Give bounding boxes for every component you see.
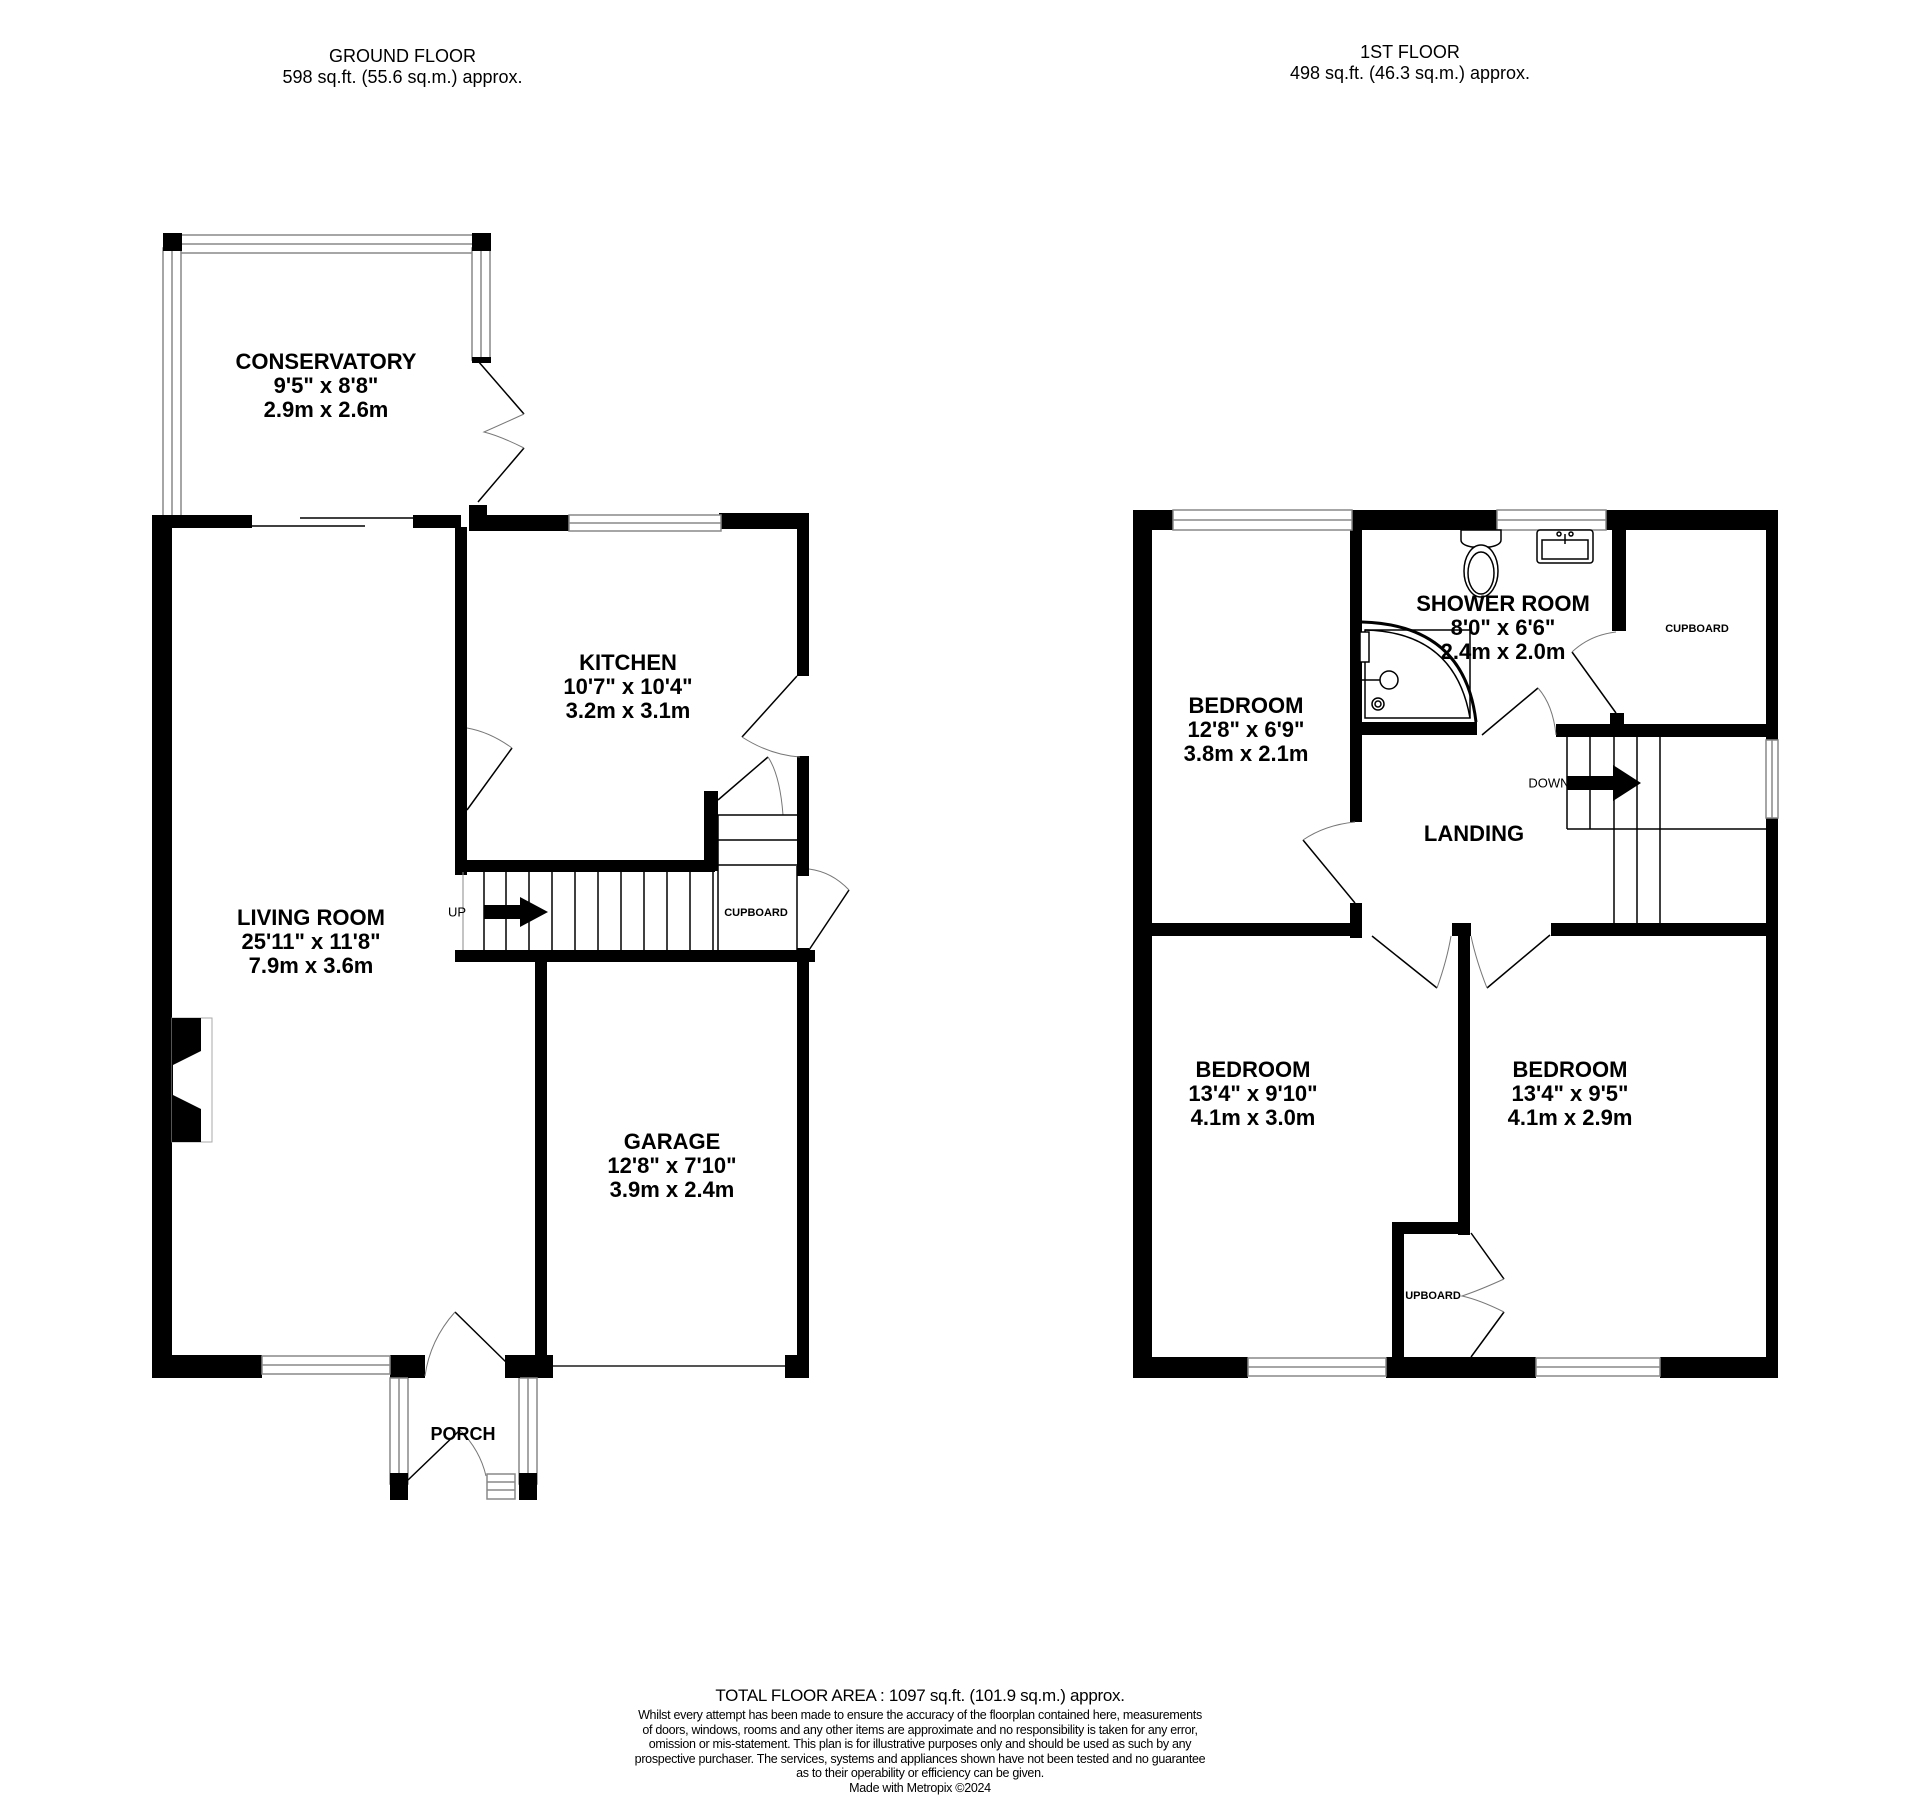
ground-floor-stairs	[463, 815, 797, 950]
living-room-dim-imperial: 25'11" x 11'8"	[237, 930, 385, 954]
conservatory-dim-imperial: 9'5" x 8'8"	[236, 374, 417, 398]
bedroom-right-dim-imperial: 13'4" x 9'5"	[1508, 1082, 1633, 1106]
room-landing: LANDING	[1424, 822, 1524, 846]
understairs-door	[718, 757, 783, 815]
conservatory-name: CONSERVATORY	[236, 350, 417, 374]
fireplace	[172, 1018, 212, 1142]
stairs-up-label: UP	[448, 905, 466, 920]
basin-icon	[1537, 530, 1593, 563]
conservatory-dim-metric: 2.9m x 2.6m	[236, 398, 417, 422]
bedroom-left-dim-metric: 4.1m x 3.0m	[1188, 1106, 1317, 1130]
credit: Made with Metropix ©2024	[560, 1781, 1280, 1795]
bedroom-right-dim-metric: 4.1m x 2.9m	[1508, 1106, 1633, 1130]
footer: TOTAL FLOOR AREA : 1097 sq.ft. (101.9 sq…	[560, 1686, 1280, 1795]
kitchen-door	[467, 728, 512, 810]
stairs-up-arrow-icon	[484, 897, 548, 927]
first-floor-cupboard-label: CUPBOARD	[1665, 623, 1729, 635]
living-room-name: LIVING ROOM	[237, 906, 385, 930]
stairs-down-arrow-icon	[1567, 765, 1641, 801]
sliding-door	[252, 518, 413, 526]
bedroom-small-dim-imperial: 12'8" x 6'9"	[1184, 718, 1309, 742]
room-conservatory: CONSERVATORY 9'5" x 8'8" 2.9m x 2.6m	[236, 350, 417, 422]
shower-room-name: SHOWER ROOM	[1416, 592, 1590, 616]
disclaimer-line: as to their operability or efficiency ca…	[560, 1766, 1280, 1781]
room-shower-room: SHOWER ROOM 8'0" x 6'6" 2.4m x 2.0m	[1416, 592, 1590, 664]
stairs-down-label: DOWN	[1528, 776, 1569, 791]
bedroom-left-name: BEDROOM	[1188, 1058, 1317, 1082]
disclaimer-line: of doors, windows, rooms and any other i…	[560, 1723, 1280, 1738]
landing-name: LANDING	[1424, 822, 1524, 846]
kitchen-dim-imperial: 10'7" x 10'4"	[563, 675, 692, 699]
bedroom-small-dim-metric: 3.8m x 2.1m	[1184, 742, 1309, 766]
disclaimer: Whilst every attempt has been made to en…	[560, 1708, 1280, 1795]
kitchen-dim-metric: 3.2m x 3.1m	[563, 699, 692, 723]
room-bedroom-small: BEDROOM 12'8" x 6'9" 3.8m x 2.1m	[1184, 694, 1309, 766]
bedroom-left-dim-imperial: 13'4" x 9'10"	[1188, 1082, 1317, 1106]
kitchen-side-door	[742, 676, 800, 757]
room-porch: PORCH	[430, 1422, 495, 1446]
bedroom-right-name: BEDROOM	[1508, 1058, 1633, 1082]
garage-dim-imperial: 12'8" x 7'10"	[607, 1154, 736, 1178]
bedroom-small-name: BEDROOM	[1184, 694, 1309, 718]
porch-doors	[408, 1312, 509, 1480]
kitchen-window	[569, 515, 721, 531]
room-bedroom-right: BEDROOM 13'4" x 9'5" 4.1m x 2.9m	[1508, 1058, 1633, 1130]
room-kitchen: KITCHEN 10'7" x 10'4" 3.2m x 3.1m	[563, 651, 692, 723]
disclaimer-line: omission or mis-statement. This plan is …	[560, 1737, 1280, 1752]
ground-floor-plan	[152, 233, 849, 1500]
disclaimer-line: Whilst every attempt has been made to en…	[560, 1708, 1280, 1723]
room-bedroom-left: BEDROOM 13'4" x 9'10" 4.1m x 3.0m	[1188, 1058, 1317, 1130]
total-floor-area: TOTAL FLOOR AREA : 1097 sq.ft. (101.9 sq…	[560, 1686, 1280, 1706]
room-living-room: LIVING ROOM 25'11" x 11'8" 7.9m x 3.6m	[237, 906, 385, 978]
porch-name: PORCH	[430, 1422, 495, 1446]
disclaimer-line: prospective purchaser. The services, sys…	[560, 1752, 1280, 1767]
garage-dim-metric: 3.9m x 2.4m	[607, 1178, 736, 1202]
shower-room-dim-imperial: 8'0" x 6'6"	[1416, 616, 1590, 640]
garage-name: GARAGE	[607, 1130, 736, 1154]
living-room-window	[262, 1356, 390, 1374]
kitchen-name: KITCHEN	[563, 651, 692, 675]
bedroom-cupboard-label: UPBOARD	[1405, 1290, 1461, 1302]
ground-floor-cupboard-label: CUPBOARD	[724, 907, 788, 919]
living-room-dim-metric: 7.9m x 3.6m	[237, 954, 385, 978]
toilet-icon	[1461, 530, 1501, 597]
shower-room-dim-metric: 2.4m x 2.0m	[1416, 640, 1590, 664]
first-floor-stairs	[1567, 737, 1766, 923]
room-garage: GARAGE 12'8" x 7'10" 3.9m x 2.4m	[607, 1130, 736, 1202]
cupboard-door	[809, 869, 849, 950]
